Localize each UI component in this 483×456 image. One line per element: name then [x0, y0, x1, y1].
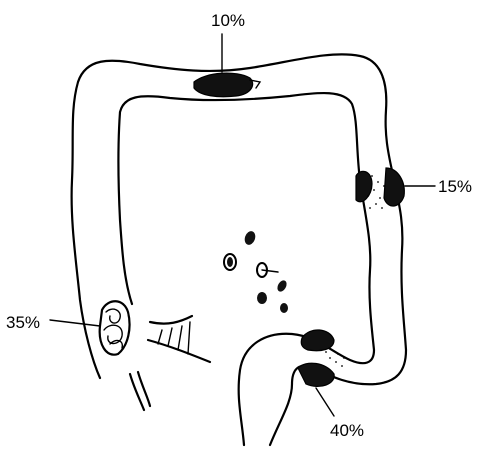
label-rectosigmoid: 40% [330, 421, 364, 440]
label-descending: 15% [438, 177, 472, 196]
leader-rectosigmoid [316, 388, 334, 416]
colon-inner-wall [119, 93, 375, 445]
tumor-cecum [100, 301, 130, 354]
appendix [130, 372, 150, 410]
leader-cecum [50, 320, 100, 326]
ileum-upper [150, 316, 192, 324]
scattered-nodules [224, 230, 288, 313]
label-transverse: 10% [211, 11, 245, 30]
tumor-transverse [194, 73, 253, 97]
label-cecum: 35% [6, 313, 40, 332]
